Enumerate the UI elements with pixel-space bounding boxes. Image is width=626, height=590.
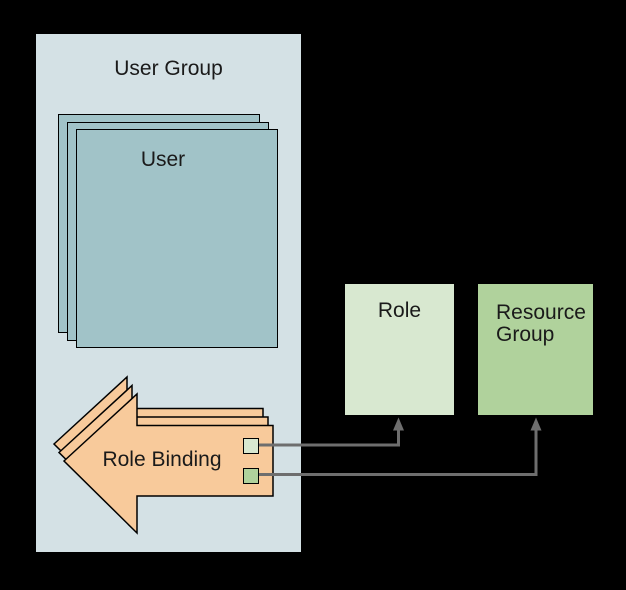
user-card-front	[76, 129, 278, 348]
role-binding-role-port	[243, 438, 259, 454]
role-box: Role	[345, 284, 454, 415]
arrowhead-role	[393, 417, 404, 431]
role-label: Role	[377, 299, 422, 322]
resource-group-label: Resource Group	[496, 301, 586, 346]
resource-group-box: Resource Group	[478, 284, 593, 415]
role-binding-arrow-stack	[52, 375, 274, 535]
user-group-label: User Group	[114, 57, 223, 80]
arrowhead-resource-group	[530, 417, 542, 431]
user-label: User	[140, 148, 186, 171]
role-binding-resource-group-port	[243, 468, 259, 484]
role-binding-label: Role Binding	[102, 448, 222, 471]
